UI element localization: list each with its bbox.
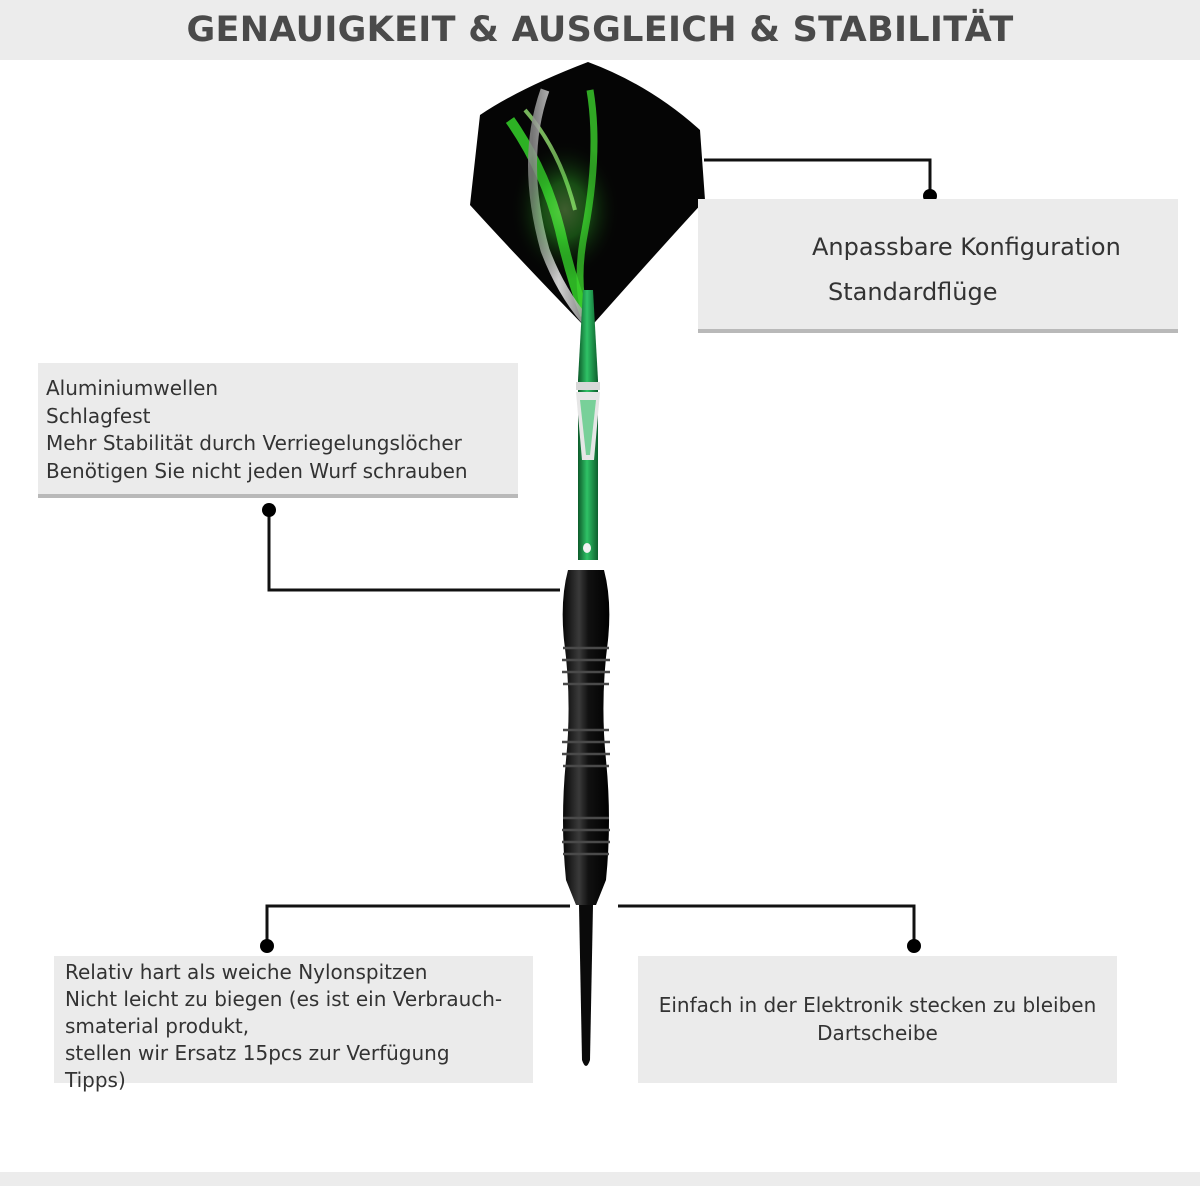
title-banner: GENAUIGKEIT & AUSGLEICH & STABILITÄT bbox=[0, 0, 1200, 60]
dart-barrel bbox=[562, 570, 610, 905]
callout-connectors bbox=[265, 158, 932, 946]
dart-tip bbox=[579, 905, 593, 1066]
flight-config-callout: Anpassbare Konfiguration Standardflüge bbox=[698, 199, 1178, 333]
tip-callout-line: smaterial produkt, bbox=[65, 1014, 250, 1038]
shaft-callout-line: Schlagfest bbox=[46, 403, 151, 428]
connector-dot-electronic bbox=[907, 939, 921, 953]
page-title: GENAUIGKEIT & AUSGLEICH & STABILITÄT bbox=[186, 10, 1014, 50]
connector-dot-tip bbox=[260, 939, 274, 953]
connector-dot-shaft bbox=[262, 503, 276, 517]
tip-callout-line: Tipps) bbox=[65, 1068, 126, 1092]
flight-config-line: Anpassbare Konfiguration bbox=[812, 233, 1121, 261]
tip-callout-line: stellen wir Ersatz 15pcs zur Verfügung bbox=[65, 1041, 450, 1065]
electronic-callout-line: Einfach in der Elektronik stecken zu ble… bbox=[658, 993, 1097, 1017]
dart-flight bbox=[470, 62, 705, 330]
shaft-callout-line: Mehr Stabilität durch Verriegelungslöche… bbox=[46, 431, 462, 455]
tip-callout: Relativ hart als weiche Nylonspitzen Nic… bbox=[54, 956, 533, 1092]
tip-callout-line: Relativ hart als weiche Nylonspitzen bbox=[65, 960, 428, 984]
tip-callout-line: Nicht leicht zu biegen (es ist ein Verbr… bbox=[65, 987, 503, 1011]
flight-config-text: Anpassbare Konfiguration Standardflüge bbox=[812, 225, 1121, 315]
electronic-callout-line: Dartscheibe bbox=[817, 1021, 938, 1045]
shaft-callout: Aluminiumwellen Schlagfest Mehr Stabilit… bbox=[38, 363, 518, 498]
bottom-strip bbox=[0, 1172, 1200, 1186]
shaft-callout-line: Benötigen Sie nicht jeden Wurf schrauben bbox=[46, 458, 468, 483]
electronic-callout: Einfach in der Elektronik stecken zu ble… bbox=[638, 956, 1117, 1083]
dart-shaft bbox=[576, 290, 600, 560]
flight-config-line: Standardflüge bbox=[828, 278, 998, 306]
shaft-callout-line: Aluminiumwellen bbox=[46, 376, 219, 400]
